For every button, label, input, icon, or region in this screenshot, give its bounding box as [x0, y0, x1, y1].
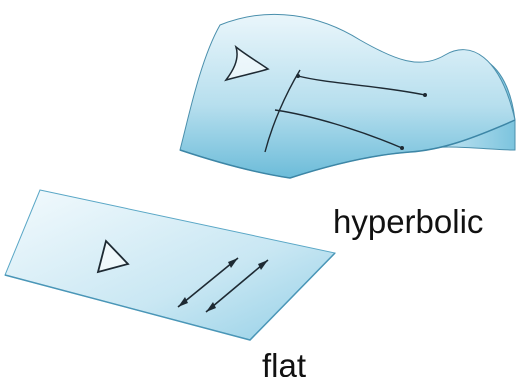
- flat-plane: [4, 189, 336, 341]
- saddle-point: [423, 93, 427, 97]
- parallel-line-1: [177, 257, 239, 308]
- flat-label: flat: [262, 349, 307, 377]
- arrowhead: [178, 297, 188, 307]
- arrowhead: [228, 258, 238, 268]
- saddle-main-face: [179, 13, 516, 179]
- saddle-lower-line: [274, 109, 403, 149]
- plane-face: [4, 189, 336, 341]
- saddle-front-edge: [179, 119, 516, 179]
- saddle-point: [296, 74, 300, 78]
- plane-triangle: [96, 239, 130, 274]
- arrowhead: [206, 302, 216, 312]
- saddle-upper-line: [297, 75, 426, 96]
- plane-front-edge: [4, 252, 336, 341]
- saddle-triangle: [224, 44, 270, 82]
- parallel-line-2: [205, 259, 269, 313]
- hyperbolic-label: hyperbolic: [333, 203, 484, 240]
- hyperbolic-surface: [179, 13, 516, 179]
- arrowhead: [258, 260, 268, 270]
- saddle-point: [400, 146, 404, 150]
